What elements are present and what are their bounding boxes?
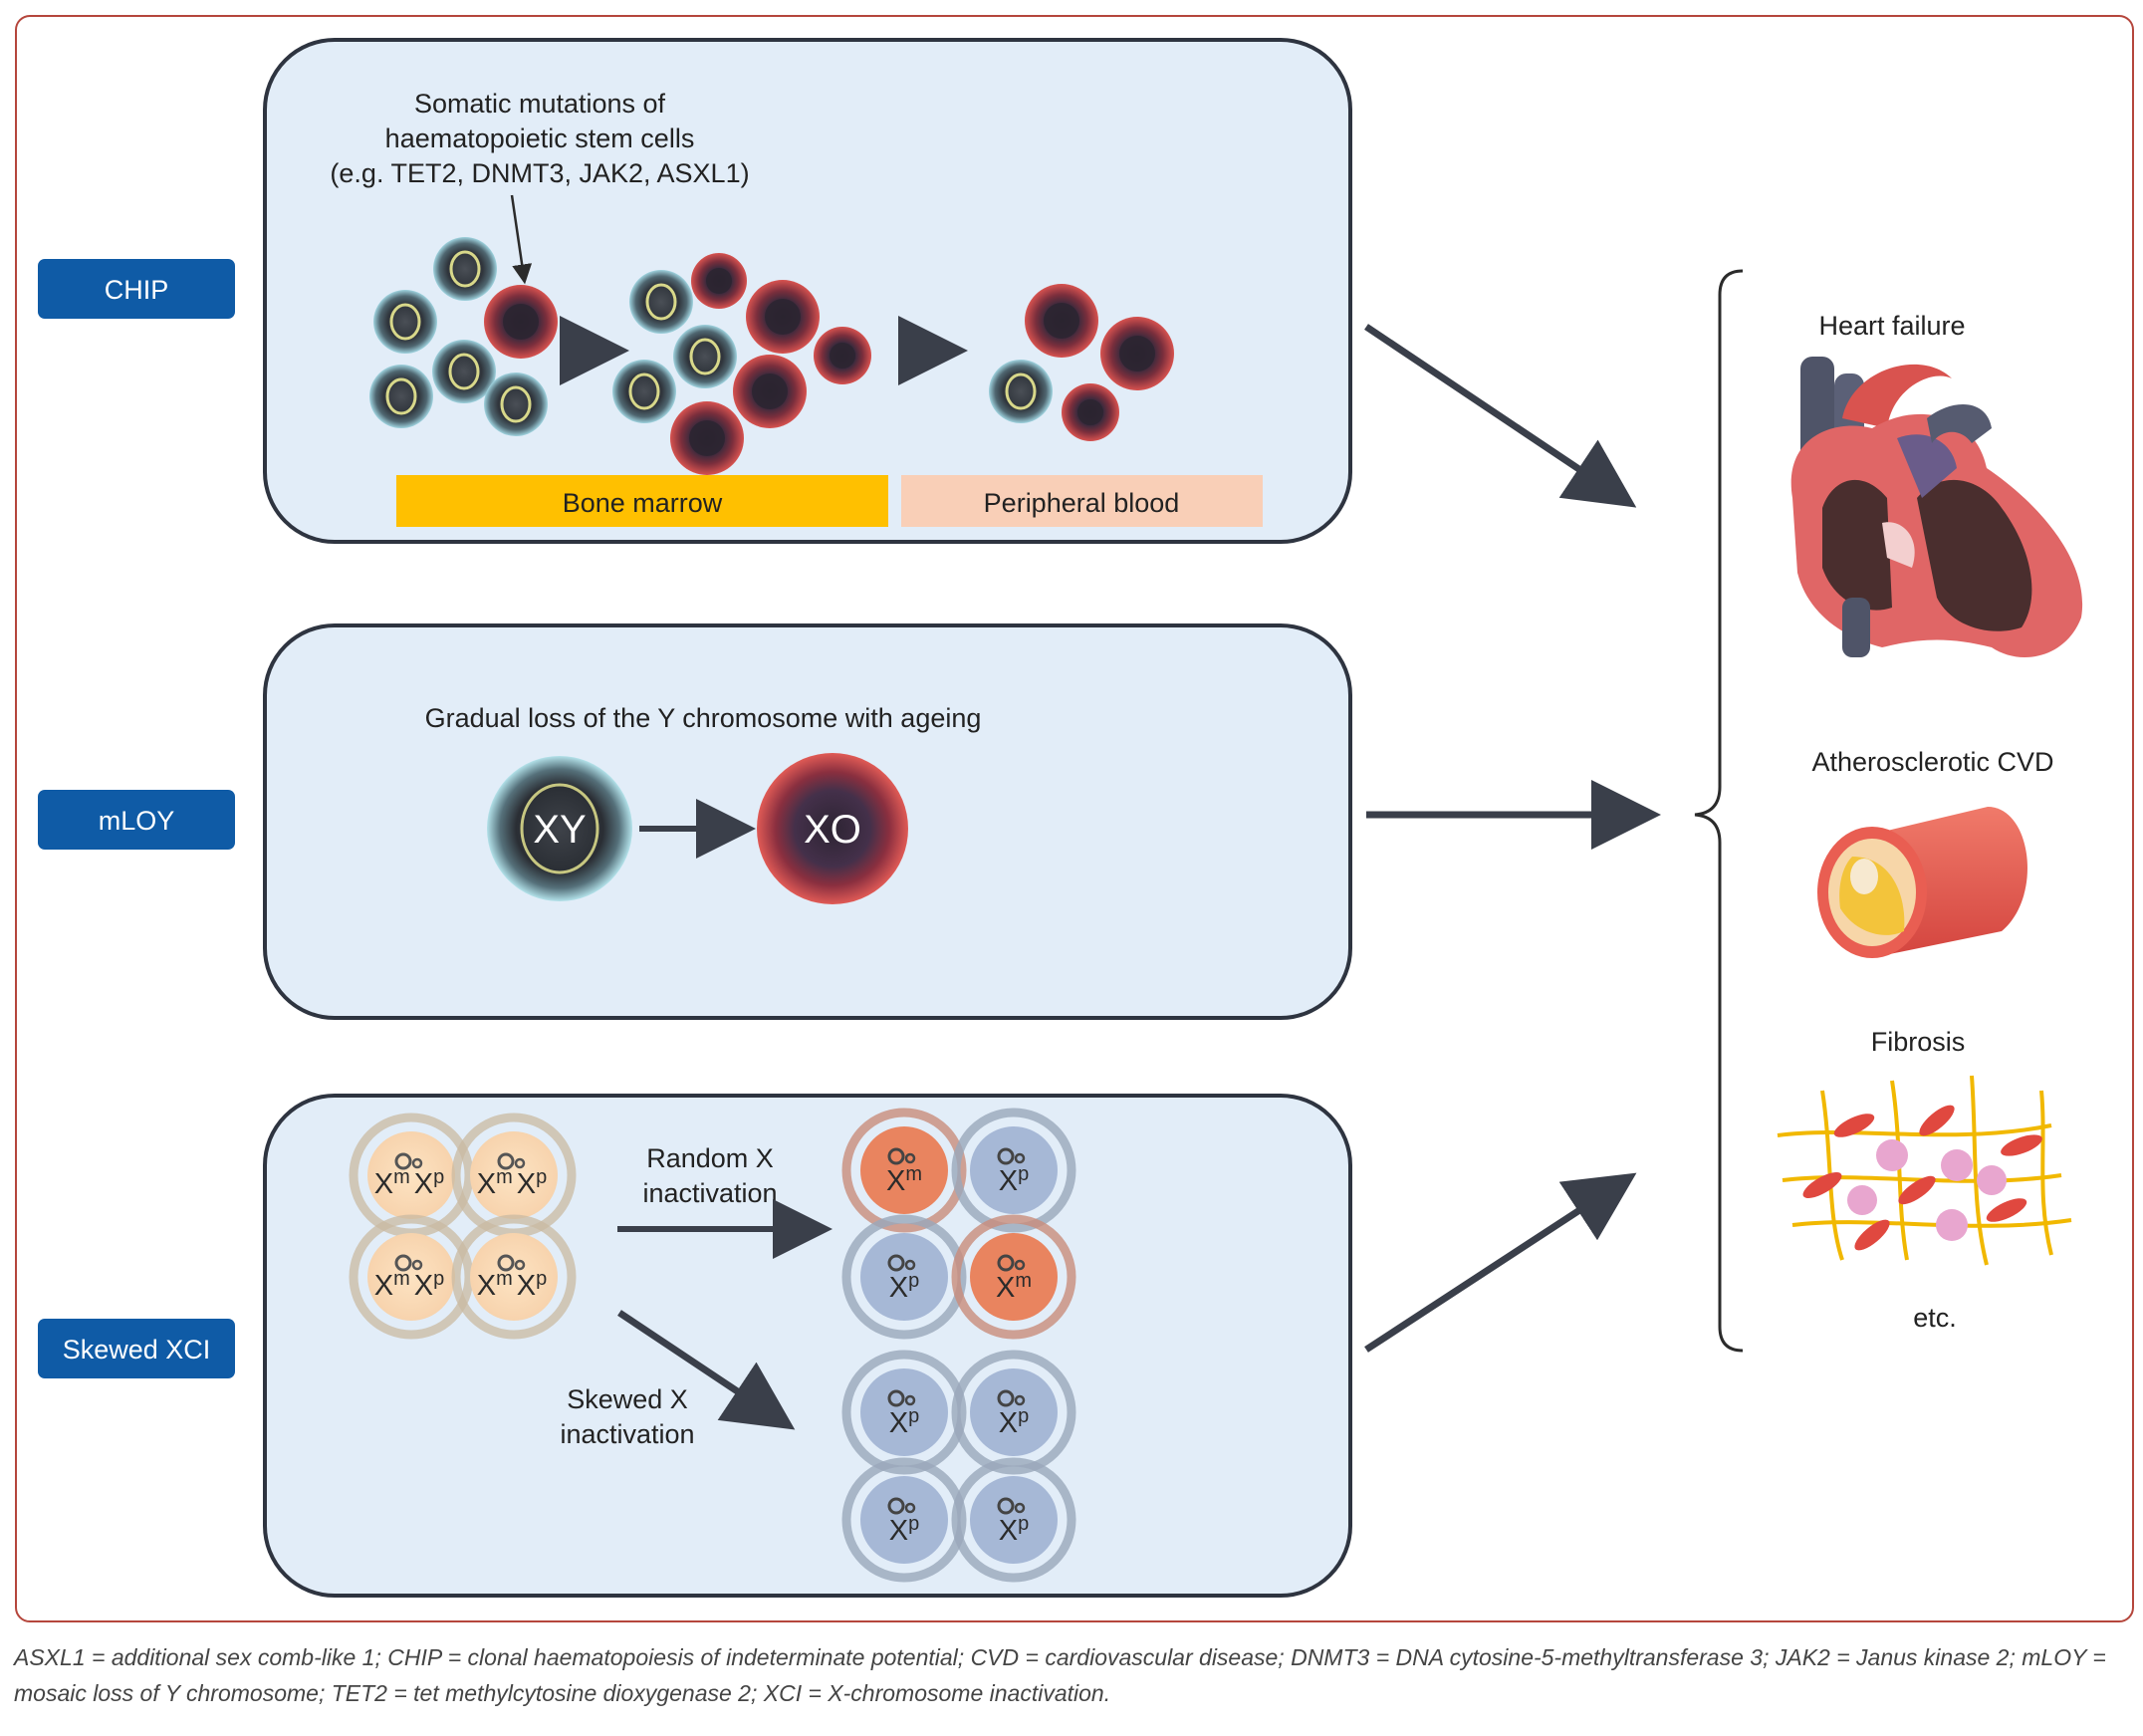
mutation-text-line2: haematopoietic stem cells [385, 124, 695, 153]
skewed-xci-cells: Xp Xp Xp Xp [841, 1350, 1076, 1583]
xp-active-cell: Xp [841, 1457, 967, 1583]
mutated-cell [733, 355, 807, 428]
mutated-cell [1100, 317, 1174, 390]
mutated-cell [691, 253, 747, 309]
xy-cell-label: XY [533, 808, 586, 852]
atherosclerotic-label: Atherosclerotic CVD [1811, 747, 2053, 777]
stem-cell [612, 360, 676, 423]
xci-label-box: Skewed XCI [38, 1319, 235, 1378]
svg-text:Xp: Xp [889, 1513, 919, 1547]
xp-active-cell: Xp [951, 1350, 1076, 1475]
stem-cell [433, 237, 497, 301]
svg-text:Xp: Xp [889, 1270, 919, 1304]
stem-cell-group-bone-marrow-initial [369, 237, 558, 436]
random-x-label-line1: Random X [646, 1143, 774, 1173]
heart-failure-label: Heart failure [1818, 311, 1965, 341]
mutation-pointer-arrow [510, 194, 533, 285]
mutation-text-line1: Somatic mutations of [414, 89, 666, 119]
svg-text:mLOY: mLOY [99, 806, 175, 836]
stem-cell [373, 290, 437, 354]
mutated-cell [484, 285, 558, 359]
svg-text:Xp: Xp [999, 1163, 1029, 1197]
fibroblast-cells [1802, 1105, 2042, 1251]
svg-text:CHIP: CHIP [105, 275, 169, 305]
random-xci-cells: Xm Xp Xp Xm [841, 1108, 1076, 1340]
mutation-text-line3: (e.g. TET2, DNMT3, JAK2, ASXL1) [330, 158, 749, 188]
stem-cell [484, 372, 548, 436]
skewed-x-arrow [617, 1310, 796, 1430]
skewed-x-label-line1: Skewed X [567, 1384, 688, 1414]
mloy-title: Gradual loss of the Y chromosome with ag… [425, 703, 982, 733]
mutated-cell [814, 327, 871, 384]
peripheral-blood-label: Peripheral blood [984, 488, 1180, 518]
svg-text:Xp: Xp [999, 1405, 1029, 1439]
svg-text:Skewed XCI: Skewed XCI [63, 1335, 211, 1364]
mutated-cell [746, 280, 820, 354]
peripheral-blood-bar [901, 475, 1263, 527]
figure-caption: ASXL1 = additional sex comb-like 1; CHIP… [14, 1644, 2106, 1706]
xm-active-cell: Xm [841, 1108, 967, 1233]
xm-active-cell: Xm [951, 1214, 1076, 1340]
heart-illustration [1790, 357, 2083, 657]
mloy-label-box: mLOY [38, 790, 235, 850]
stem-cell [369, 365, 433, 428]
fibrosis-label: Fibrosis [1871, 1027, 1966, 1057]
stem-cell [629, 270, 693, 334]
stem-cell [989, 360, 1053, 423]
xp-active-cell: Xp [841, 1350, 967, 1475]
mutated-cell [1025, 284, 1098, 358]
outcome-brace [1694, 269, 1744, 1353]
stem-cell [432, 340, 496, 403]
xp-active-cell: Xp [951, 1108, 1076, 1233]
chip-outcome-arrow [1364, 324, 1637, 508]
cell-group-peripheral-blood [989, 284, 1174, 441]
xp-active-cell: Xp [951, 1457, 1076, 1583]
xp-active-cell: Xp [841, 1214, 967, 1340]
xo-cell-label: XO [804, 808, 861, 852]
svg-text:Xm: Xm [886, 1163, 922, 1197]
cell-group-bone-marrow-expansion [612, 253, 871, 475]
bone-marrow-bar [396, 475, 888, 527]
chip-label-box: CHIP [38, 259, 235, 319]
vessel-illustration [1817, 807, 2027, 958]
stem-cell [673, 325, 737, 388]
xo-cell: XO [757, 753, 908, 904]
svg-text:Xp: Xp [999, 1513, 1029, 1547]
xci-outcome-arrow [1364, 1172, 1637, 1353]
xy-cell: XY [487, 756, 632, 901]
svg-text:Xm: Xm [996, 1270, 1032, 1304]
svg-text:Xp: Xp [889, 1405, 919, 1439]
mutated-cell [670, 401, 744, 475]
etc-label: etc. [1913, 1303, 1957, 1333]
random-x-label-line2: inactivation [642, 1178, 777, 1208]
skewed-x-label-line2: inactivation [560, 1419, 694, 1449]
bone-marrow-label: Bone marrow [563, 488, 723, 518]
mutated-cell [1062, 383, 1119, 441]
